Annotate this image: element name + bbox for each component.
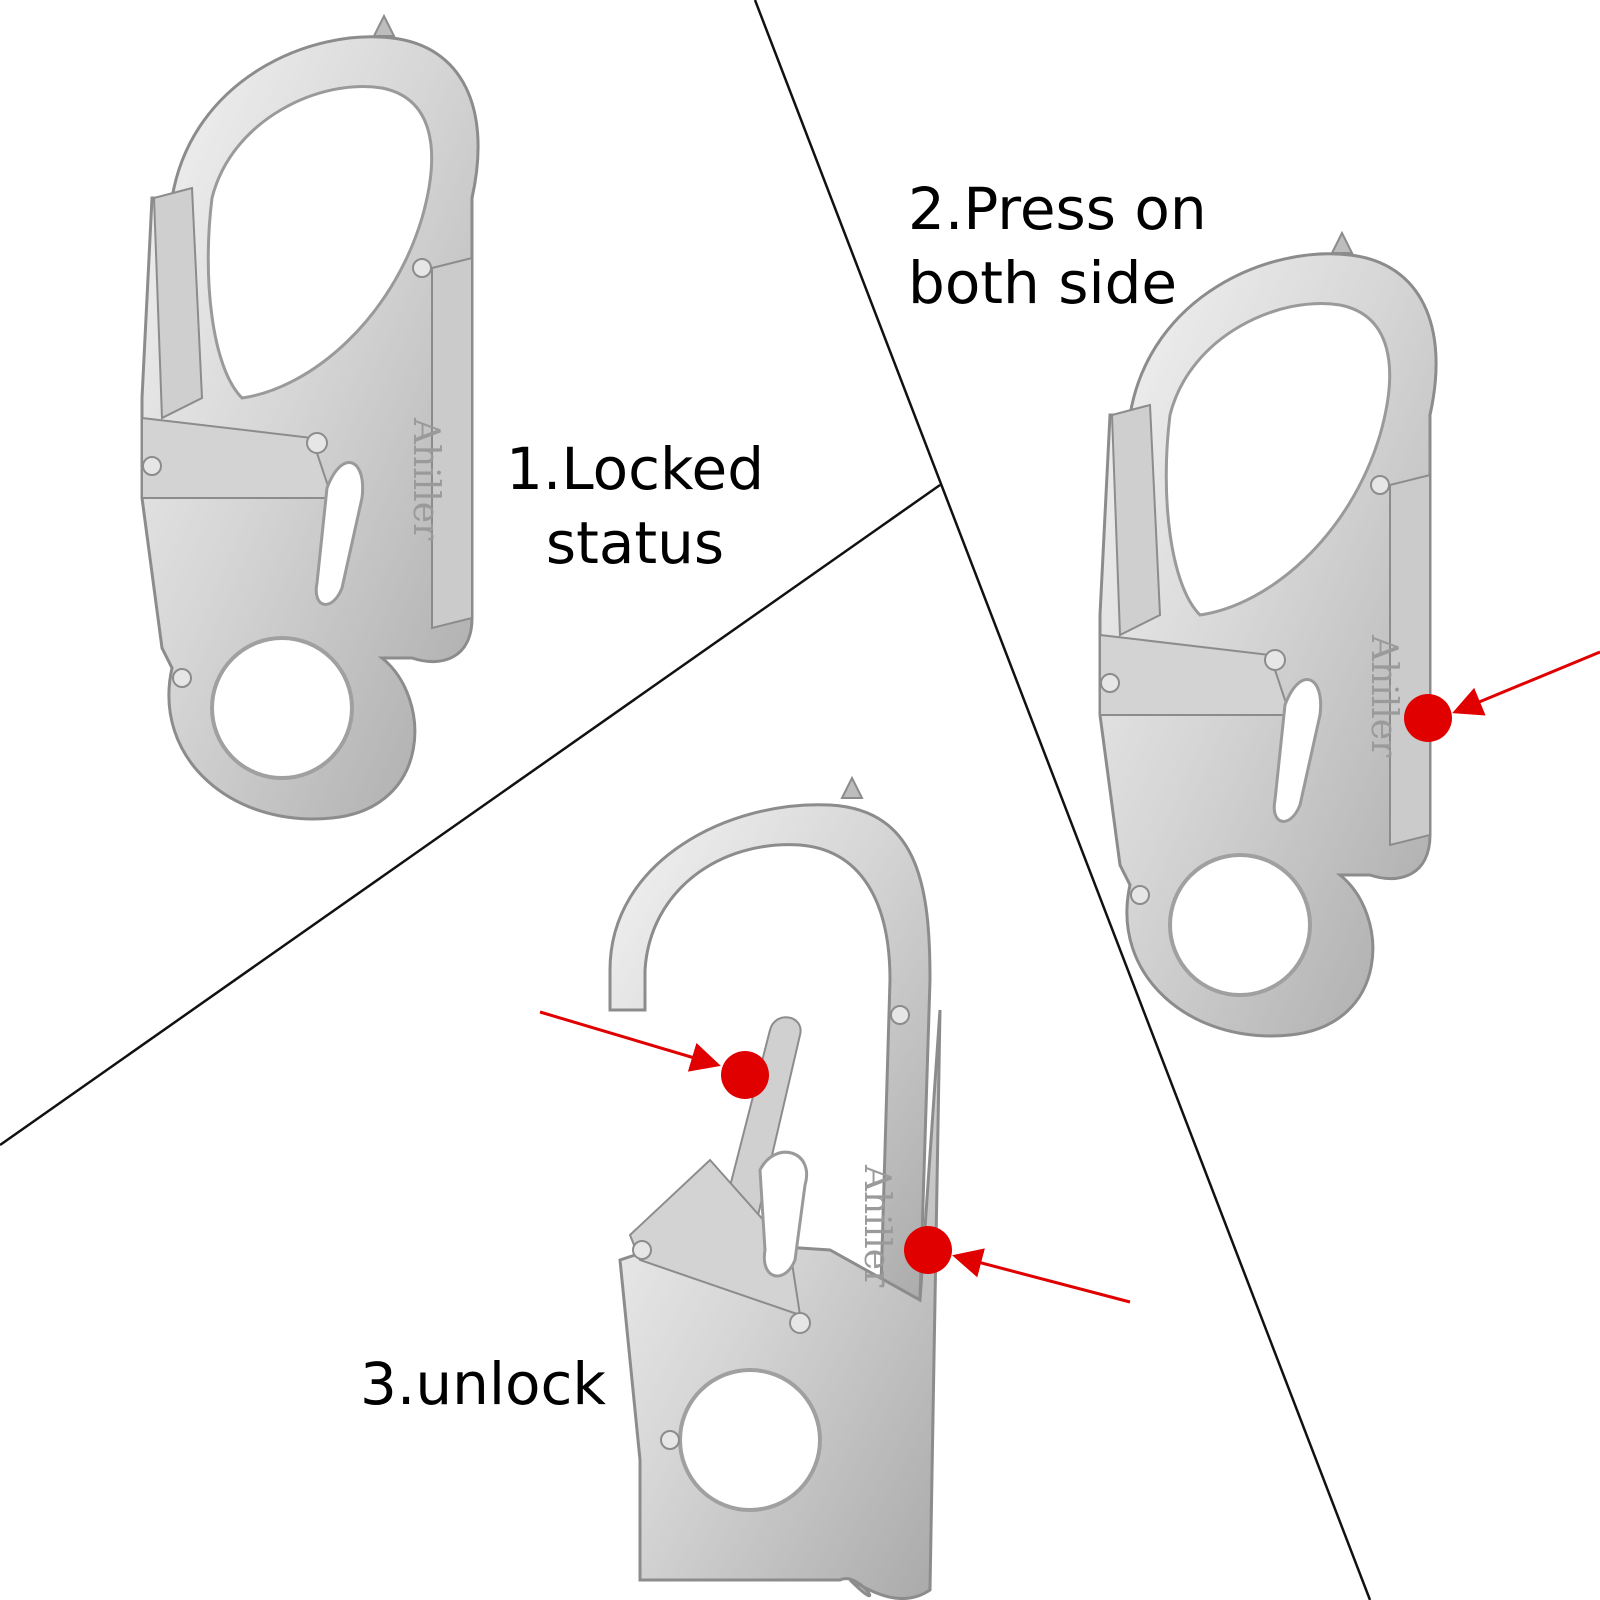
brand-engraving: Ahiller: [856, 1164, 897, 1288]
step-label-press: 2.Press on both side: [908, 172, 1207, 320]
press-point-marker: [721, 1051, 769, 1099]
step-label-line: 2.Press on: [908, 175, 1207, 243]
step-label-locked: 1.Locked status: [505, 432, 765, 580]
brand-engraving: Ahiller: [1363, 634, 1404, 758]
snap-hook-icon-locked: Ahiller: [140, 13, 480, 821]
arrow-icon: [1452, 650, 1600, 716]
brand-engraving: Ahiller: [405, 417, 446, 541]
divider-line-diagonal-left: [0, 483, 941, 1147]
step-label-unlock: 3.unlock: [360, 1347, 606, 1421]
press-point-marker: [1404, 694, 1452, 742]
arrow-icon: [539, 1010, 721, 1072]
step-label-line: 1.Locked: [505, 435, 765, 503]
snap-hook-icon-unlock: Ahiller: [608, 775, 942, 1600]
step-label-line: both side: [908, 249, 1178, 317]
press-point-marker: [904, 1226, 952, 1274]
divider-line-diagonal-right: [753, 0, 1372, 1600]
snap-hook-icon-press: Ahiller: [1098, 230, 1438, 1038]
arrow-icon: [952, 1248, 1131, 1304]
step-label-line: status: [545, 509, 725, 577]
step-label-line: 3.unlock: [360, 1350, 606, 1418]
